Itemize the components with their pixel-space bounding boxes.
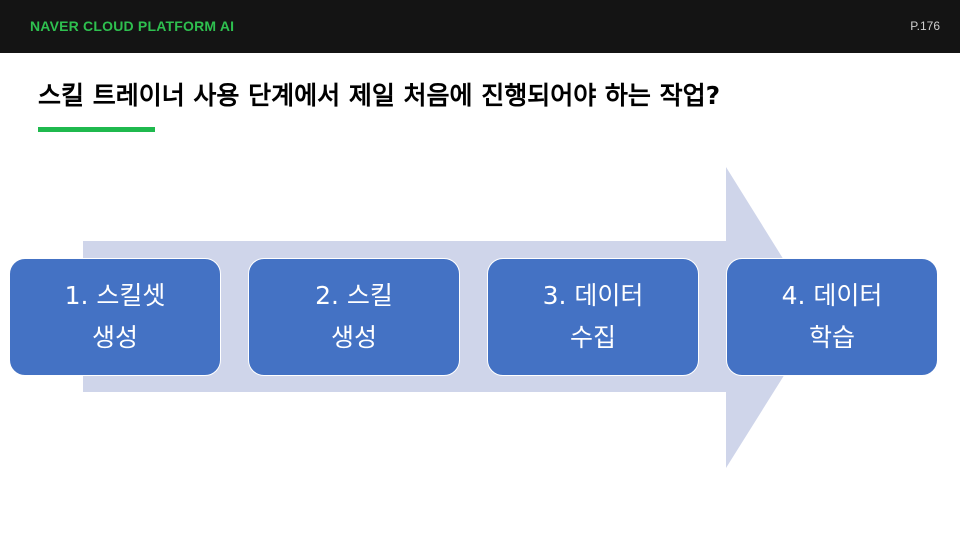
- step-box-1: 1. 스킬셋 생성: [9, 258, 221, 376]
- header-bar: NAVER CLOUD PLATFORM AI P.176: [0, 0, 960, 53]
- step-3-line-1: 3. 데이터: [542, 281, 644, 310]
- step-box-2: 2. 스킬 생성: [248, 258, 460, 376]
- step-4-line-1: 4. 데이터: [781, 281, 883, 310]
- step-2-line-1: 2. 스킬: [315, 281, 393, 310]
- step-box-4: 4. 데이터 학습: [726, 258, 938, 376]
- slide-title: 스킬 트레이너 사용 단계에서 제일 처음에 진행되어야 하는 작업?: [38, 81, 721, 110]
- step-box-3: 3. 데이터 수집: [487, 258, 699, 376]
- step-2-line-2: 생성: [330, 323, 377, 352]
- step-4-line-2: 학습: [808, 323, 855, 352]
- step-3-line-2: 수집: [569, 323, 616, 352]
- brand-label: NAVER CLOUD PLATFORM AI: [30, 18, 235, 34]
- title-accent-rule: [38, 127, 155, 132]
- step-1-line-1: 1. 스킬셋: [64, 281, 166, 310]
- step-1-line-2: 생성: [91, 323, 138, 352]
- page-number: P.176: [910, 19, 940, 33]
